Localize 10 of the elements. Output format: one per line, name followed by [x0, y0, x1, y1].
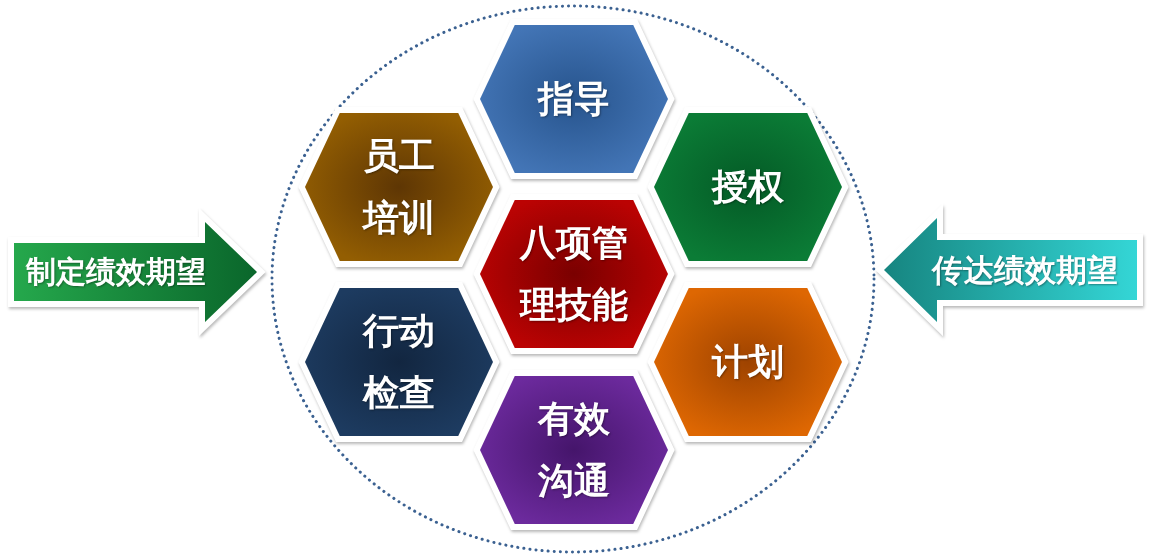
hexagon-label: 有效沟通 — [536, 397, 611, 503]
hexagon-label: 计划 — [710, 340, 785, 384]
hexagon-label: 员工培训 — [361, 134, 436, 240]
hexagon-label: 行动检查 — [361, 309, 436, 415]
hexagon-label: 指导 — [536, 77, 611, 121]
arrow-label: 传达绩效期望 — [932, 252, 1118, 288]
dotted-circle — [270, 4, 876, 554]
hexagon-label: 八项管理技能 — [518, 221, 629, 327]
arrow-label: 制定绩效期望 — [26, 254, 206, 290]
hexagon-label: 授权 — [710, 165, 785, 209]
